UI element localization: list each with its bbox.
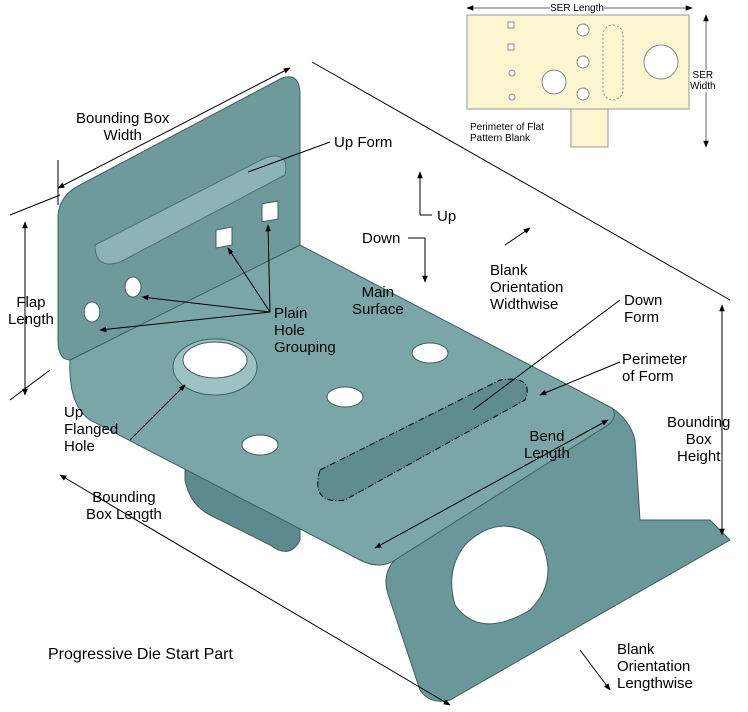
label-bend-length: Bend Length xyxy=(524,428,570,462)
figure-title: Progressive Die Start Part xyxy=(48,646,233,663)
label-down: Down xyxy=(362,230,401,247)
label-main-surface: Main Surface xyxy=(352,284,404,318)
inset-ser-length: SER Length xyxy=(550,3,604,14)
label-blank-lengthwise: Blank Orientation Lengthwise xyxy=(617,641,693,692)
label-down-form: Down Form xyxy=(624,292,663,326)
square-hole xyxy=(261,200,279,223)
round-hole xyxy=(326,386,364,408)
label-plain-hole-grouping: Plain Hole Grouping xyxy=(274,305,336,356)
inset-ser-width: SER Width xyxy=(690,70,716,92)
flat-pattern-inset xyxy=(466,5,709,148)
round-hole xyxy=(124,276,142,298)
label-bbox-width: Bounding Box Width xyxy=(76,110,170,144)
round-hole xyxy=(83,301,101,323)
label-flap-length: Flap Length xyxy=(8,294,54,328)
label-up: Up xyxy=(437,208,457,225)
label-up-flanged-hole: Up Flanged Hole xyxy=(64,404,119,455)
label-perimeter-form: Perimeter of Form xyxy=(622,351,688,385)
label-bbox-length: Bounding Box Length xyxy=(86,489,162,523)
label-blank-widthwise: Blank Orientation Widthwise xyxy=(490,262,564,313)
inset-perimeter-blank: Perimeter of Flat Pattern Blank xyxy=(470,122,544,144)
dimension-lines xyxy=(9,61,731,706)
flanged-hole-opening xyxy=(182,341,248,379)
label-bbox-height: Bounding Box Height xyxy=(667,414,731,465)
sheet-metal-part xyxy=(57,76,731,702)
square-hole xyxy=(215,226,233,249)
round-hole xyxy=(241,434,279,456)
round-hole xyxy=(411,342,449,364)
label-up-form: Up Form xyxy=(334,134,393,151)
